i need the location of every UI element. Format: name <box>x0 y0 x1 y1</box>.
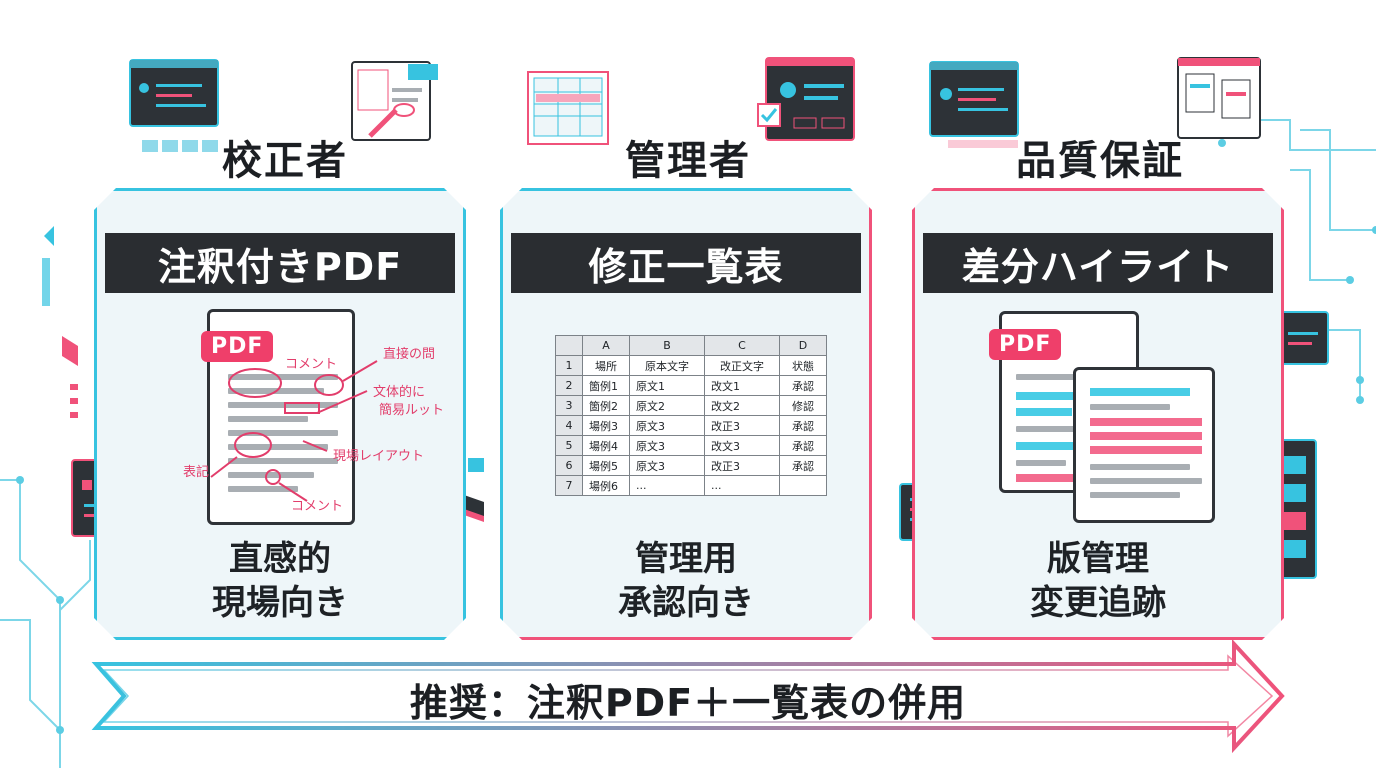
annotation-marks <box>207 341 467 521</box>
sheet-column-header <box>556 336 583 356</box>
table-cell: ... <box>630 476 705 496</box>
table-cell: 承認 <box>780 456 827 476</box>
annotation-text: 表記 <box>183 465 210 480</box>
pdf-badge: PDF <box>989 329 1061 360</box>
annotation-text: 直接の問 <box>383 347 436 362</box>
table-cell: 原文3 <box>630 436 705 456</box>
table-cell: 箇例2 <box>583 396 630 416</box>
table-cell: 承認 <box>780 416 827 436</box>
panel-caption: 管理用 承認向き <box>503 537 869 625</box>
table-cell: 状態 <box>780 356 827 376</box>
panel-annotated-pdf: 注釈付きPDF PDF コメント 直接の問 文体的に 簡易ルット 表記 現場レイ… <box>94 188 466 640</box>
table-cell: 原文3 <box>630 456 705 476</box>
sheet-column-header: B <box>630 336 705 356</box>
sheet-column-header: A <box>583 336 630 356</box>
table-cell: 原文2 <box>630 396 705 416</box>
panel-diff-highlight: 差分ハイライト PDF 版管理 変更追跡 <box>912 188 1284 640</box>
row-number: 6 <box>556 456 583 476</box>
table-cell: 場例5 <box>583 456 630 476</box>
sheet-column-header: C <box>705 336 780 356</box>
table-cell: 場所 <box>583 356 630 376</box>
table-cell: 場例4 <box>583 436 630 456</box>
table-cell <box>780 476 827 496</box>
annotation-text: コメント <box>291 499 344 514</box>
revised-document-icon <box>1073 367 1215 523</box>
caption-line: 直感的 <box>229 539 331 579</box>
table-cell: 場例3 <box>583 416 630 436</box>
table-cell: 改正3 <box>705 416 780 436</box>
table-cell: ... <box>705 476 780 496</box>
row-number: 2 <box>556 376 583 396</box>
role-label-proofreader: 校正者 <box>222 138 348 184</box>
table-cell: 改正3 <box>705 456 780 476</box>
table-cell: 修認 <box>780 396 827 416</box>
panel-title: 差分ハイライト <box>923 233 1273 293</box>
panel-title: 注釈付きPDF <box>105 233 455 293</box>
caption-line: 管理用 <box>635 539 737 579</box>
table-cell: 原本文字 <box>630 356 705 376</box>
table-cell: 改文1 <box>705 376 780 396</box>
caption-line: 版管理 <box>1047 539 1149 579</box>
row-number: 7 <box>556 476 583 496</box>
role-label-manager: 管理者 <box>625 138 751 184</box>
row-number: 4 <box>556 416 583 436</box>
caption-line: 現場向き <box>212 583 348 623</box>
table-cell: 原文1 <box>630 376 705 396</box>
table-cell: 場例6 <box>583 476 630 496</box>
annotation-text: 現場レイアウト <box>333 449 425 464</box>
caption-line: 承認向き <box>618 583 754 623</box>
table-cell: 承認 <box>780 436 827 456</box>
table-cell: 箇例1 <box>583 376 630 396</box>
table-cell: 承認 <box>780 376 827 396</box>
caption-line: 変更追跡 <box>1030 583 1166 623</box>
sheet-column-header: D <box>780 336 827 356</box>
recommendation-text: 推奨：注釈PDF＋一覧表の併用 <box>409 681 967 725</box>
role-label-qa: 品質保証 <box>1016 138 1184 184</box>
panel-title: 修正一覧表 <box>511 233 861 293</box>
row-number: 1 <box>556 356 583 376</box>
annotation-text: 文体的に <box>373 385 426 400</box>
panel-caption: 版管理 変更追跡 <box>915 537 1281 625</box>
row-number: 5 <box>556 436 583 456</box>
table-cell: 原文3 <box>630 416 705 436</box>
panel-caption: 直感的 現場向き <box>97 537 463 625</box>
pdf-badge: PDF <box>201 331 273 362</box>
annotation-text: コメント <box>285 357 338 372</box>
row-number: 3 <box>556 396 583 416</box>
table-cell: 改文3 <box>705 436 780 456</box>
annotation-text: 簡易ルット <box>379 403 445 418</box>
table-cell: 改文2 <box>705 396 780 416</box>
table-cell: 改正文字 <box>705 356 780 376</box>
